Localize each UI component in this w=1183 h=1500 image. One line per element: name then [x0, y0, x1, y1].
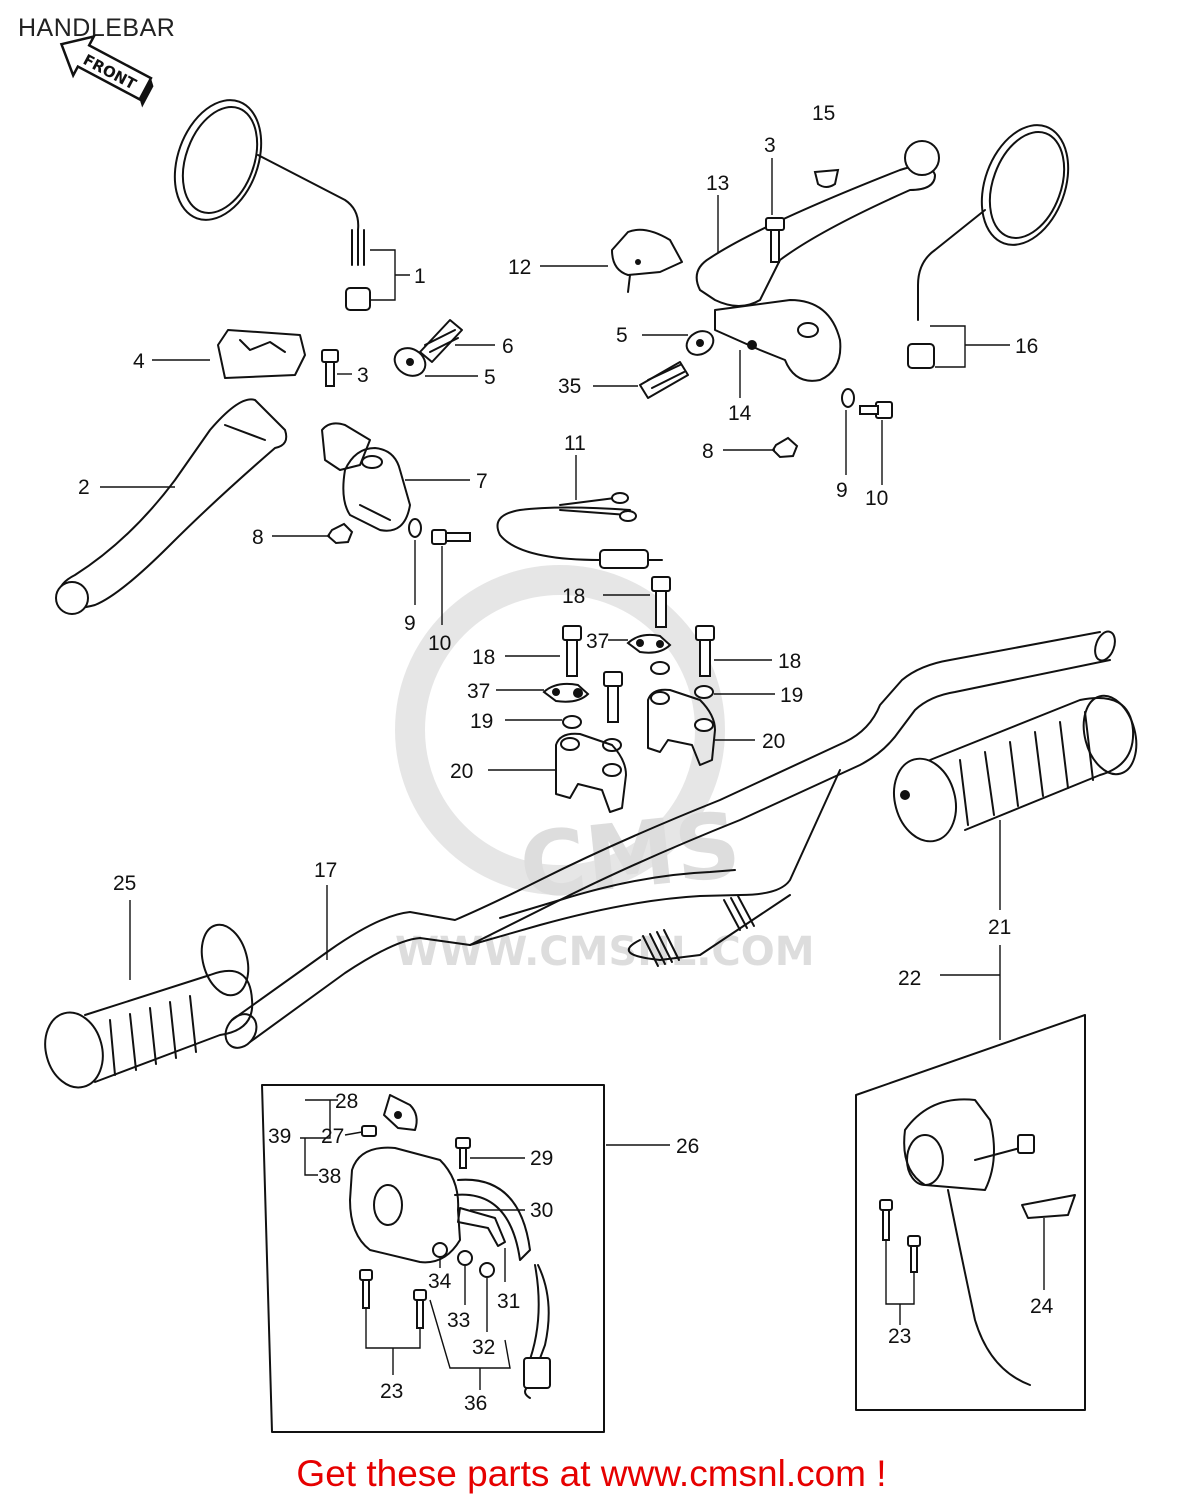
plate-37-left[interactable]	[542, 682, 590, 703]
front-arrow: FRONT	[59, 34, 154, 108]
page-title: HANDLEBAR	[18, 14, 176, 42]
callout-20-right: 20	[762, 730, 785, 753]
lever-holder-right[interactable]	[714, 299, 842, 382]
callout-labels: 1 2 3 3 4 5 5 6 7 8 8 9 9 10 10 11 12 13…	[78, 102, 1054, 1415]
callout-28: 28	[335, 1090, 358, 1113]
callout-10-left: 10	[428, 632, 451, 655]
throttle-grip[interactable]	[885, 690, 1144, 848]
callout-26: 26	[676, 1135, 699, 1158]
callout-15: 15	[812, 102, 835, 125]
footer-link[interactable]: Get these parts at www.cmsnl.com !	[296, 1453, 887, 1494]
left-grip[interactable]	[37, 920, 255, 1094]
callout-8-left: 8	[252, 526, 264, 549]
callout-34: 34	[428, 1270, 452, 1293]
callout-22: 22	[898, 967, 921, 990]
callout-31: 31	[497, 1290, 520, 1313]
brake-lever[interactable]	[695, 140, 940, 307]
watermark-url: WWW.CMSNL.COM	[395, 929, 815, 975]
clutch-lever[interactable]	[55, 398, 288, 615]
left-mirror[interactable]	[159, 88, 371, 311]
callout-17: 17	[314, 859, 337, 882]
lever-bracket-left[interactable]	[217, 329, 306, 379]
clamp-bolt-center[interactable]	[603, 671, 623, 723]
callout-29: 29	[530, 1147, 553, 1170]
washer-9-left[interactable]	[408, 518, 422, 538]
bolt-3-right[interactable]	[765, 217, 785, 263]
callout-7: 7	[476, 470, 488, 493]
front-arrow-shadow	[139, 78, 154, 108]
callout-3-left: 3	[357, 364, 369, 387]
callout-20-left: 20	[450, 760, 473, 783]
callout-38: 38	[318, 1165, 341, 1188]
callout-4: 4	[133, 350, 145, 373]
adjuster-nut-right[interactable]	[682, 326, 717, 359]
callout-24: 24	[1030, 1295, 1054, 1318]
callout-9-right: 9	[836, 479, 848, 502]
callout-8-right: 8	[702, 440, 714, 463]
callout-27: 27	[321, 1125, 344, 1148]
cable-adjuster-left[interactable]	[390, 319, 463, 381]
clamp-bolt-18-right[interactable]	[695, 625, 715, 677]
lever-holder-left[interactable]	[321, 422, 411, 532]
callout-23-left: 23	[380, 1380, 403, 1403]
nut-8-right[interactable]	[771, 436, 799, 459]
callout-11: 11	[564, 432, 586, 455]
throttle-case-box	[855, 1014, 1086, 1411]
clamp-bolt-18-left[interactable]	[562, 625, 582, 677]
handlebar[interactable]	[219, 629, 1118, 1054]
dust-cap[interactable]	[813, 168, 840, 188]
callout-25: 25	[113, 872, 136, 895]
plate-37-top[interactable]	[626, 633, 672, 654]
callout-14: 14	[728, 402, 752, 425]
switch-housing-box	[261, 1084, 605, 1433]
adjuster-35[interactable]	[639, 361, 689, 399]
callout-32: 32	[472, 1336, 495, 1359]
callout-23-right: 23	[888, 1325, 911, 1348]
callout-6: 6	[502, 335, 514, 358]
callout-37-top: 37	[586, 630, 609, 653]
clamp-20-right[interactable]	[647, 688, 716, 766]
callout-33: 33	[447, 1309, 470, 1332]
callout-21: 21	[988, 916, 1011, 939]
callout-30: 30	[530, 1199, 553, 1222]
callout-16: 16	[1015, 335, 1038, 358]
callout-2: 2	[78, 476, 90, 499]
callout-19-right: 19	[780, 684, 803, 707]
callout-35: 35	[558, 375, 581, 398]
callout-37-left: 37	[467, 680, 490, 703]
callout-3-right: 3	[764, 134, 776, 157]
clamp-20-left[interactable]	[555, 732, 627, 813]
callout-1: 1	[414, 265, 426, 288]
callout-36: 36	[464, 1392, 487, 1415]
callout-5-left: 5	[484, 366, 496, 389]
switch-bracket[interactable]	[611, 228, 683, 293]
callout-10-right: 10	[865, 487, 888, 510]
leader-lines	[100, 158, 1045, 1390]
right-mirror[interactable]	[907, 113, 1084, 369]
washer-9-right[interactable]	[841, 388, 855, 408]
brake-light-switch[interactable]	[496, 492, 663, 569]
watermark-logo: CMS	[515, 793, 745, 920]
callout-19-left: 19	[470, 710, 493, 733]
nut-8-left[interactable]	[326, 522, 354, 545]
watermark: CMS WWW.CMSNL.COM	[395, 565, 815, 975]
callout-39: 39	[268, 1125, 291, 1148]
bolt-10-right[interactable]	[859, 401, 893, 419]
callout-5-right: 5	[616, 324, 628, 347]
callout-18-right: 18	[778, 650, 801, 673]
callout-12: 12	[508, 256, 531, 279]
bolt-10-left[interactable]	[431, 529, 471, 545]
callout-18-left: 18	[472, 646, 495, 669]
clamp-bolt-18-top[interactable]	[651, 576, 671, 628]
bolt-3-left[interactable]	[321, 349, 339, 387]
callout-13: 13	[706, 172, 729, 195]
callout-9-left: 9	[404, 612, 416, 635]
callout-18-top: 18	[562, 585, 585, 608]
